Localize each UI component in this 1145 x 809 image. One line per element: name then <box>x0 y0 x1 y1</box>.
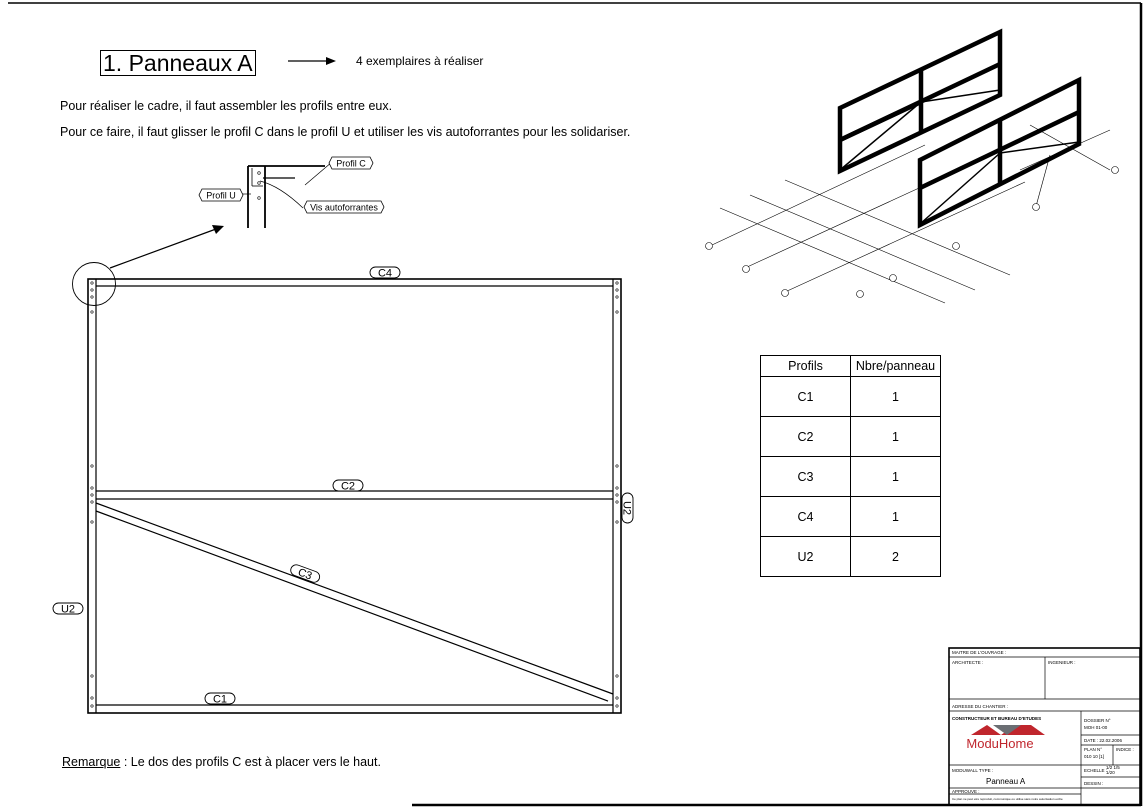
cell-profil: C3 <box>760 456 851 497</box>
table-row: C1 1 <box>760 376 941 417</box>
svg-text:ECHELLE :: ECHELLE : <box>1084 768 1107 773</box>
tag-c3: C3 <box>290 564 321 583</box>
header-nbre: Nbre/panneau <box>850 355 941 377</box>
table-row: C3 1 <box>760 456 941 497</box>
copies-note: 4 exemplaires à réaliser <box>356 54 484 68</box>
title-arrow-icon <box>288 57 336 65</box>
moduhome-logo: ModuHome <box>966 725 1045 751</box>
cell-nbre: 1 <box>850 456 941 497</box>
label-vis: Vis autoforrantes <box>303 200 385 214</box>
table-row: U2 2 <box>760 536 941 577</box>
svg-text:MODUWALL TYPE :: MODUWALL TYPE : <box>952 768 993 773</box>
cell-nbre: 2 <box>850 536 941 577</box>
svg-text:Profil U: Profil U <box>206 191 236 201</box>
svg-text:CONSTRUCTEUR ET BUREAU D'ETUDE: CONSTRUCTEUR ET BUREAU D'ETUDES <box>952 716 1041 721</box>
page-title: 1. Panneaux A <box>100 50 256 76</box>
svg-text:MOH 01-00: MOH 01-00 <box>1084 725 1108 730</box>
table-header-row: Profils Nbre/panneau <box>760 355 941 377</box>
tag-c2: C2 <box>332 479 364 493</box>
cell-nbre: 1 <box>850 416 941 457</box>
svg-text:ADRESSE DU CHANTIER :: ADRESSE DU CHANTIER : <box>952 704 1008 709</box>
svg-text:C4: C4 <box>378 268 392 280</box>
cell-profil: C1 <box>760 376 851 417</box>
label-profil-c: Profil C <box>328 156 374 170</box>
svg-text:APPROUVE :: APPROUVE : <box>952 789 980 794</box>
svg-text:Vis autoforrantes: Vis autoforrantes <box>310 203 378 213</box>
svg-text:MAITRE DE L'OUVRAGE :: MAITRE DE L'OUVRAGE : <box>952 650 1006 655</box>
cell-nbre: 1 <box>850 376 941 417</box>
tag-c4: C4 <box>369 266 401 280</box>
remark-text: : Le dos des profils C est à placer vers… <box>120 755 381 769</box>
svg-text:DATE : 22.02.2006: DATE : 22.02.2006 <box>1084 738 1122 743</box>
svg-text:1/20: 1/20 <box>1106 770 1115 775</box>
header-profils: Profils <box>760 355 851 377</box>
cell-profil: C2 <box>760 416 851 457</box>
svg-text:010 10 [1]: 010 10 [1] <box>1084 754 1104 759</box>
profiles-table: Profils Nbre/panneau C1 1 C2 1 C3 1 C4 1… <box>760 355 941 577</box>
cell-nbre: 1 <box>850 496 941 537</box>
svg-text:INDICE :: INDICE : <box>1116 747 1134 752</box>
title-block: MAITRE DE L'OUVRAGE : ARCHITECTE : INGEN… <box>948 647 1141 806</box>
panel-frame-drawing <box>72 225 622 714</box>
svg-text:PLAN N°: PLAN N° <box>1084 747 1102 752</box>
tag-u2-right: U2 <box>621 492 634 524</box>
svg-text:ModuHome: ModuHome <box>966 736 1033 751</box>
svg-text:Panneau A: Panneau A <box>986 777 1026 786</box>
svg-text:U2: U2 <box>61 604 75 616</box>
isometric-view <box>705 28 1119 304</box>
svg-text:DOSSIER N°: DOSSIER N° <box>1084 718 1111 723</box>
svg-text:ARCHITECTE :: ARCHITECTE : <box>952 660 983 665</box>
label-profil-u: Profil U <box>198 188 244 202</box>
svg-text:C2: C2 <box>341 481 355 493</box>
remark: Remarque : Le dos des profils C est à pl… <box>62 755 381 769</box>
svg-text:1/2 1/5: 1/2 1/5 <box>1106 765 1120 770</box>
instruction-line-1: Pour réaliser le cadre, il faut assemble… <box>60 99 393 113</box>
table-row: C4 1 <box>760 496 941 537</box>
svg-text:Profil C: Profil C <box>336 159 366 169</box>
remark-label: Remarque <box>62 755 121 769</box>
profile-detail-drawing <box>235 161 333 228</box>
svg-text:DESSIN :: DESSIN : <box>1084 781 1103 786</box>
svg-text:INGENIEUR :: INGENIEUR : <box>1048 660 1076 665</box>
tag-c1: C1 <box>204 692 236 706</box>
svg-text:C3: C3 <box>296 566 313 582</box>
svg-text:Ce plan ne peut etre reproduit: Ce plan ne peut etre reproduit, communiq… <box>952 797 1063 801</box>
cell-profil: C4 <box>760 496 851 537</box>
table-row: C2 1 <box>760 416 941 457</box>
instruction-line-2: Pour ce faire, il faut glisser le profil… <box>60 125 631 139</box>
svg-text:U2: U2 <box>621 501 633 515</box>
cell-profil: U2 <box>760 536 851 577</box>
svg-text:C1: C1 <box>213 694 227 706</box>
tag-u2-left: U2 <box>52 602 84 616</box>
